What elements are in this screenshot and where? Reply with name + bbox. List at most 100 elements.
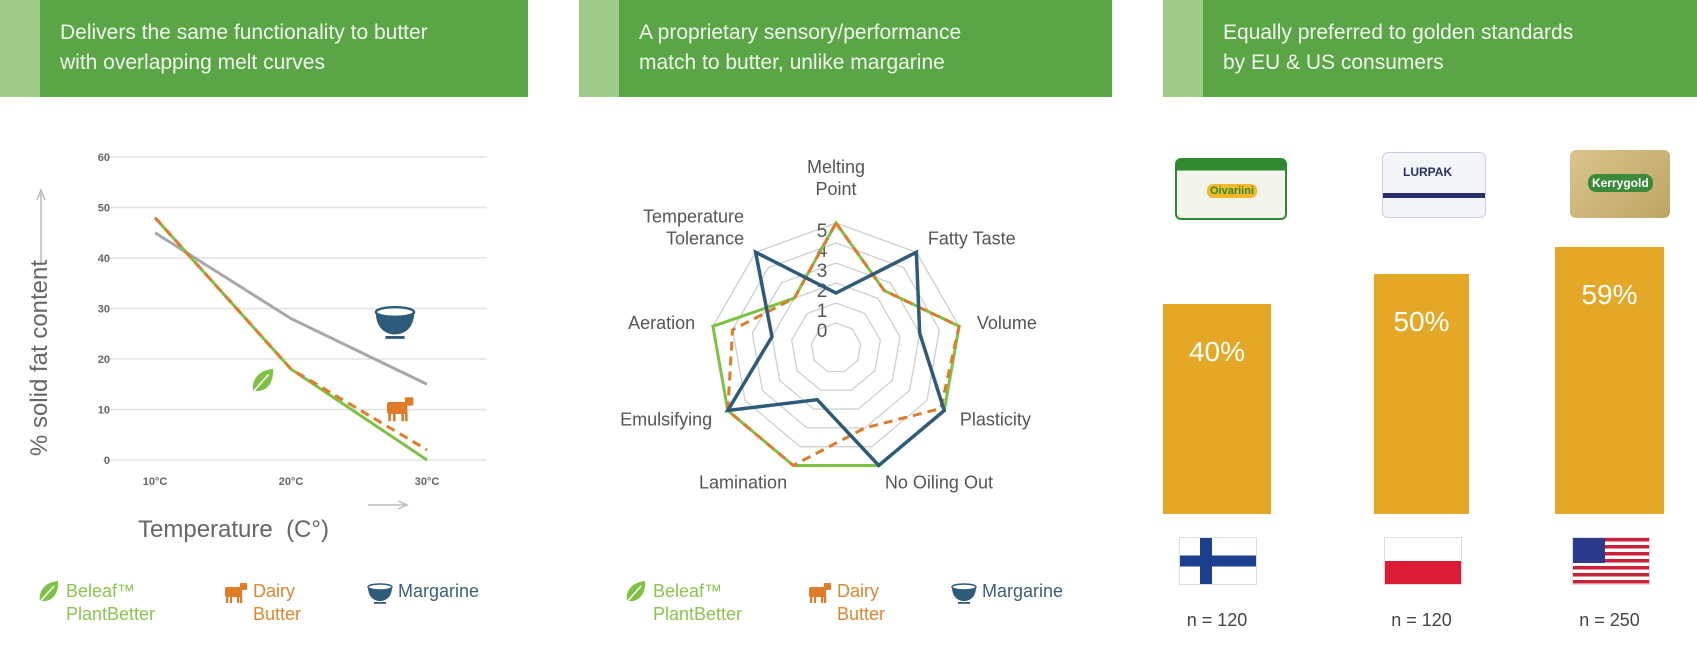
- product-lurpak-image: LURPAK: [1382, 152, 1486, 218]
- product-label: LURPAK: [1403, 165, 1453, 179]
- cow-leg: [237, 596, 240, 603]
- leaf-icon: [37, 581, 59, 605]
- flag-usa: [1571, 537, 1650, 585]
- panel-header-preference: Equally preferred to golden standards by…: [1163, 0, 1697, 97]
- y-tick-label: 20: [98, 354, 110, 366]
- y-axis-arrow: [36, 187, 46, 265]
- cow-body: [809, 587, 826, 597]
- cow-leg: [810, 596, 813, 603]
- x-axis-title: Temperature (C°): [138, 516, 329, 543]
- axis-label-line: Aeration: [628, 313, 695, 333]
- header-accent: [0, 0, 40, 97]
- y-tick-label: 60: [98, 152, 110, 164]
- radar-axis-label: Fatty Taste: [928, 228, 1016, 248]
- cow-leg: [226, 596, 229, 603]
- cow-leg: [401, 412, 405, 422]
- radar-ring: [771, 282, 901, 410]
- header-accent: [579, 0, 619, 97]
- bowl-base: [374, 602, 386, 604]
- x-tick-label: 20°C: [279, 476, 304, 488]
- y-tick-label: 40: [98, 253, 110, 265]
- panel-title: Equally preferred to golden standards by…: [1223, 21, 1574, 74]
- cow-head: [405, 397, 414, 406]
- bar-usa: 59%: [1555, 247, 1664, 514]
- bowl-icon: [367, 583, 393, 604]
- bowl-base: [958, 602, 970, 604]
- axis-label-line: Tolerance: [666, 228, 744, 248]
- radar-ring: [791, 302, 881, 391]
- cow-icon: [225, 583, 247, 603]
- cow-leg: [814, 596, 817, 603]
- bar-value-label: 59%: [1581, 279, 1638, 310]
- radar-axis-label: Lamination: [699, 472, 787, 492]
- flag-cross: [1200, 538, 1212, 584]
- bowl-base: [385, 336, 405, 339]
- cow-icon: [809, 583, 831, 603]
- bowl-shape: [952, 587, 976, 601]
- leaf-vein: [250, 373, 270, 395]
- sample-size-label: n = 120: [1186, 610, 1248, 630]
- flag-finland: [1179, 537, 1257, 585]
- x-axis-arrow: [368, 500, 409, 510]
- axis-label-line: Point: [815, 179, 856, 199]
- cow-body: [225, 587, 242, 597]
- radar-axis-label: Plasticity: [960, 410, 1031, 430]
- y-tick-label: 30: [98, 304, 110, 316]
- cow-leg: [230, 596, 233, 603]
- axis-label-line: Emulsifying: [620, 410, 712, 430]
- bar-value-label: 40%: [1188, 336, 1246, 367]
- leaf-icon: [624, 581, 646, 605]
- y-tick-label: 50: [98, 203, 110, 215]
- radar-scale-label: 0: [817, 321, 828, 342]
- radar-ring: [731, 242, 941, 448]
- radar-scale-label: 4: [817, 241, 828, 262]
- bar-finland: 40%: [1163, 304, 1271, 514]
- radar-axis-label: Volume: [977, 313, 1037, 333]
- flag-canton: [1572, 538, 1605, 563]
- leaf-vein: [37, 585, 55, 605]
- bowl-rim: [367, 583, 393, 591]
- cow-leg: [240, 596, 243, 603]
- radar-axis-label: Emulsifying: [620, 410, 712, 430]
- bar-poland: 50%: [1374, 274, 1469, 514]
- panel-title: A proprietary sensory/performance match …: [639, 21, 962, 74]
- cow-body: [387, 402, 408, 414]
- cow-icon: [387, 397, 414, 422]
- product-label: Oivariini: [1207, 184, 1258, 198]
- radar-axis-label: Aeration: [628, 313, 695, 333]
- radar-scale-label: 5: [817, 221, 828, 242]
- sample-size-label: n = 250: [1579, 610, 1640, 630]
- axis-label-line: Melting: [807, 157, 865, 177]
- panel-title: Delivers the same functionality to butte…: [60, 21, 428, 74]
- x-tick-label: 10°C: [143, 476, 168, 488]
- cow-head: [240, 583, 247, 590]
- y-tick-label: 10: [98, 405, 110, 417]
- y-axis-title: % solid fat content: [26, 259, 53, 457]
- radar-axis-label: No Oiling Out: [885, 472, 993, 492]
- radar-series-dairy-butter: [726, 220, 961, 468]
- bowl-icon: [374, 305, 416, 339]
- radar-scale-label: 2: [817, 281, 828, 302]
- product-label: Kerrygold: [1588, 174, 1653, 192]
- axis-label-line: Temperature: [643, 206, 744, 226]
- legend-item-label: Margarine: [982, 581, 1064, 601]
- cow-leg: [388, 412, 391, 422]
- radar-scale-label: 1: [817, 301, 828, 322]
- radar-scale-label: 3: [817, 261, 828, 282]
- bowl-icon: [951, 583, 977, 604]
- leaf-icon: [250, 368, 274, 395]
- panel-header-sensory: A proprietary sensory/performance match …: [579, 0, 1112, 97]
- line-dairy-butter: [153, 216, 428, 452]
- leaf-vein: [624, 585, 642, 605]
- product-stripe: [1383, 193, 1485, 198]
- radar-ring: [810, 322, 862, 373]
- axis-label-line: Volume: [977, 313, 1037, 333]
- product-oivariini-image: Oivariini: [1175, 158, 1287, 220]
- axis-label-line: No Oiling Out: [885, 472, 993, 492]
- legend-item-label: Dairy Butter: [253, 581, 302, 624]
- cow-head: [824, 583, 831, 590]
- y-tick-label: 0: [104, 455, 110, 467]
